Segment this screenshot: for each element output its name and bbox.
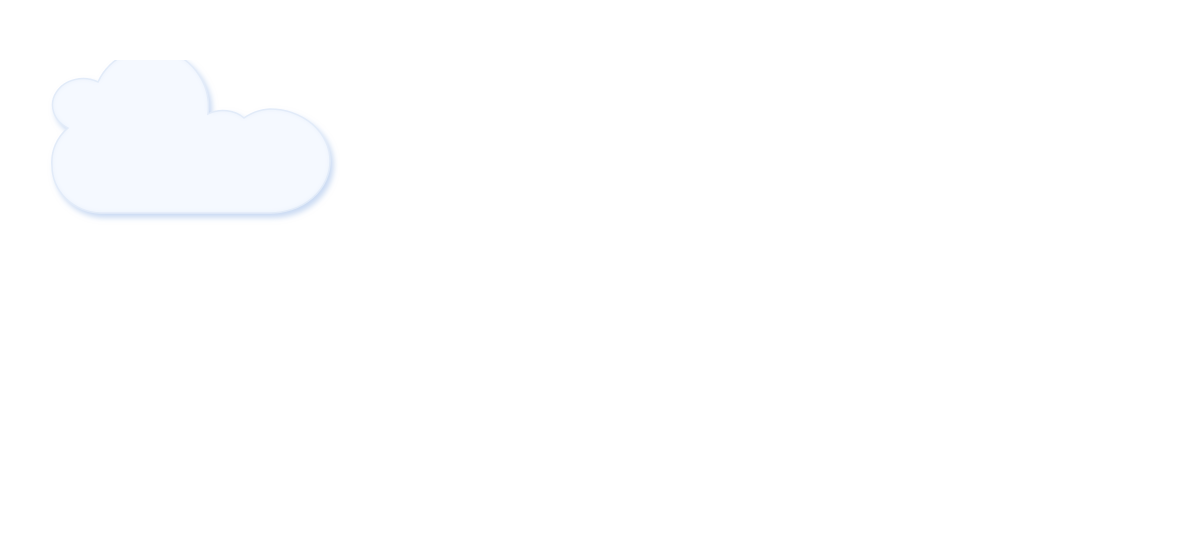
cloud-icon (51, 60, 331, 214)
cloud-shape (51, 60, 331, 214)
